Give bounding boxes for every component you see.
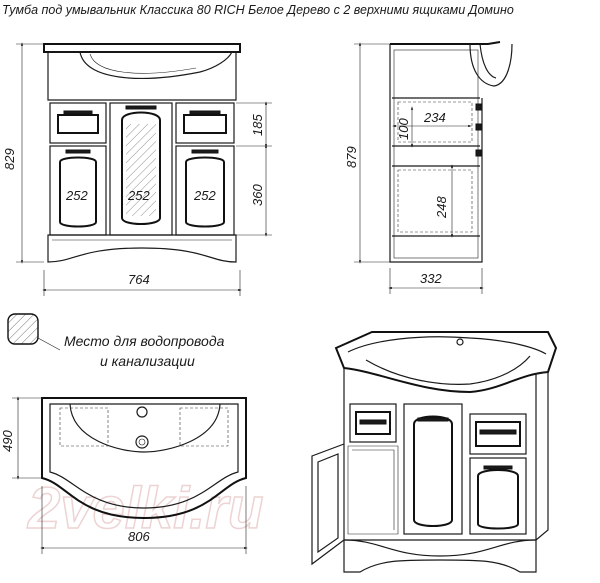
legend-line-2: и канализации: [100, 353, 195, 369]
dim-door-width-center: 252: [127, 188, 150, 203]
dim-height-total: 829: [2, 148, 17, 170]
front-view: [16, 42, 272, 296]
dim-depth: 332: [420, 271, 442, 286]
dim-side-height: 879: [344, 146, 359, 168]
dim-top-depth: 490: [0, 430, 15, 452]
top-view: [12, 396, 248, 554]
dim-door-width-left: 252: [65, 188, 88, 203]
legend-line-1: Место для водопровода: [64, 333, 225, 349]
dim-shelf-gap: 100: [396, 118, 411, 140]
dim-door-height: 360: [250, 184, 265, 206]
dim-drawer-height: 185: [250, 114, 265, 136]
side-view: [354, 41, 513, 294]
dim-inner-depth: 234: [423, 110, 446, 125]
isometric-view: [311, 331, 558, 573]
legend: [7, 313, 61, 351]
dim-width-front: 764: [128, 272, 150, 287]
drawing-title: Тумба под умывальник Классика 80 RICH Бе…: [2, 3, 514, 17]
dim-door-width-right: 252: [193, 188, 216, 203]
dim-lower-height: 248: [434, 196, 449, 219]
dim-top-width: 806: [128, 529, 150, 544]
